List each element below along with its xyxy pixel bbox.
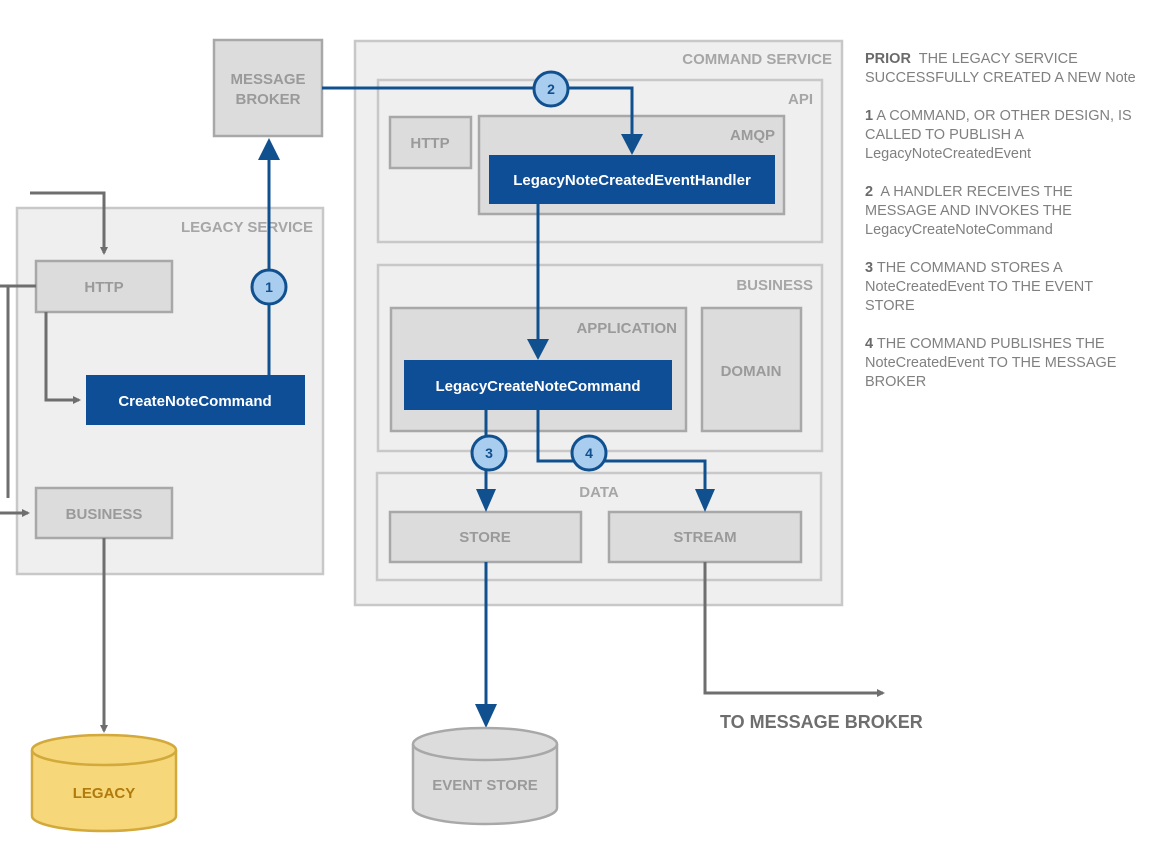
- note-step-2: 2 A HANDLER RECEIVES THE MESSAGE AND INV…: [865, 183, 1145, 240]
- note-step-4-key: 4: [865, 336, 874, 352]
- step-marker-3-number: 3: [485, 445, 493, 461]
- event-store-database: EVENT STORE: [411, 726, 559, 826]
- message-broker-label-line1: MESSAGE: [230, 71, 305, 88]
- note-step-3: 3 THE COMMAND STORES A NoteCreatedEvent …: [865, 259, 1145, 316]
- note-prior-text: THE LEGACY SERVICE SUCCESSFULLY CREATED …: [865, 51, 1136, 86]
- legacy-create-note-command: LegacyCreateNoteCommand: [404, 360, 672, 410]
- stream-box: STREAM: [607, 510, 803, 564]
- step1-arrowhead: [258, 138, 280, 160]
- domain-label: DOMAIN: [721, 363, 782, 380]
- step2-line: [322, 86, 634, 137]
- step-marker-4: 4: [570, 434, 608, 472]
- note-step-1-text: A COMMAND, OR OTHER DESIGN, IS CALLED TO…: [865, 108, 1132, 162]
- legacy-database-label: LEGACY: [73, 785, 136, 802]
- blue-arrowheads: [258, 134, 715, 728]
- store-label: STORE: [459, 529, 510, 546]
- legacy-database: LEGACY: [30, 733, 178, 833]
- command-service-title: COMMAND SERVICE: [682, 51, 832, 68]
- step-marker-4-number: 4: [585, 445, 593, 461]
- note-prior-key: PRIOR: [865, 51, 911, 67]
- store-box: STORE: [388, 510, 583, 564]
- legacy-business-label: BUSINESS: [66, 506, 143, 523]
- incoming-request-arrow: [30, 191, 108, 255]
- amqp-title: AMQP: [730, 127, 775, 144]
- event-store-label: EVENT STORE: [432, 777, 538, 794]
- note-step-1-key: 1: [865, 108, 874, 124]
- step-marker-1: 1: [250, 268, 288, 306]
- to-message-broker-label: TO MESSAGE BROKER: [720, 712, 923, 732]
- create-note-command-label: CreateNoteCommand: [118, 393, 271, 410]
- stream-to-broker-arrow: [703, 562, 885, 697]
- legacy-create-note-command-label: LegacyCreateNoteCommand: [435, 378, 640, 395]
- legacy-note-created-event-handler: LegacyNoteCreatedEventHandler: [489, 155, 775, 204]
- step2-arrowhead: [621, 134, 643, 155]
- step-marker-1-number: 1: [265, 279, 273, 295]
- gray-flows: [0, 191, 885, 733]
- command-http-box: HTTP: [388, 115, 473, 170]
- note-prior: PRIOR THE LEGACY SERVICE SUCCESSFULLY CR…: [865, 50, 1145, 88]
- message-broker-box: MESSAGE BROKER: [212, 38, 324, 138]
- command-http-label: HTTP: [410, 135, 449, 152]
- create-note-command: CreateNoteCommand: [86, 375, 305, 425]
- data-title: DATA: [579, 484, 619, 501]
- domain-box: DOMAIN: [700, 306, 803, 433]
- application-title: APPLICATION: [576, 320, 677, 337]
- step-marker-2-number: 2: [547, 81, 555, 97]
- note-step-2-key: 2: [865, 184, 874, 200]
- note-step-2-text: A HANDLER RECEIVES THE MESSAGE AND INVOK…: [865, 184, 1073, 238]
- note-step-4: 4 THE COMMAND PUBLISHES THE NoteCreatedE…: [865, 335, 1145, 392]
- api-title: API: [788, 91, 813, 108]
- stream-label: STREAM: [673, 529, 736, 546]
- step-marker-3: 3: [470, 434, 508, 472]
- blue-flows: [267, 86, 707, 710]
- note-step-1: 1 A COMMAND, OR OTHER DESIGN, IS CALLED …: [865, 107, 1145, 164]
- legacy-http-box: HTTP: [34, 259, 174, 314]
- note-step-3-text: THE COMMAND STORES A NoteCreatedEvent TO…: [865, 260, 1093, 314]
- step4-arrowhead: [695, 489, 715, 512]
- legacy-http-label: HTTP: [84, 279, 123, 296]
- message-broker-label-line2: BROKER: [235, 91, 300, 108]
- steps-description: PRIOR THE LEGACY SERVICE SUCCESSFULLY CR…: [865, 50, 1145, 411]
- step-marker-2: 2: [532, 70, 570, 108]
- http-to-command-arrow: [44, 312, 81, 404]
- step4-line: [536, 410, 707, 492]
- business-title: BUSINESS: [736, 277, 813, 294]
- event-store-arrowhead: [475, 704, 497, 728]
- step3-arrowhead: [476, 489, 496, 512]
- handler-to-command-arrowhead: [527, 339, 549, 360]
- legacy-service-title: LEGACY SERVICE: [181, 219, 313, 236]
- legacy-business-box: BUSINESS: [34, 486, 174, 540]
- note-step-4-text: THE COMMAND PUBLISHES THE NoteCreatedEve…: [865, 336, 1117, 390]
- handler-label: LegacyNoteCreatedEventHandler: [513, 172, 751, 189]
- note-step-3-key: 3: [865, 260, 874, 276]
